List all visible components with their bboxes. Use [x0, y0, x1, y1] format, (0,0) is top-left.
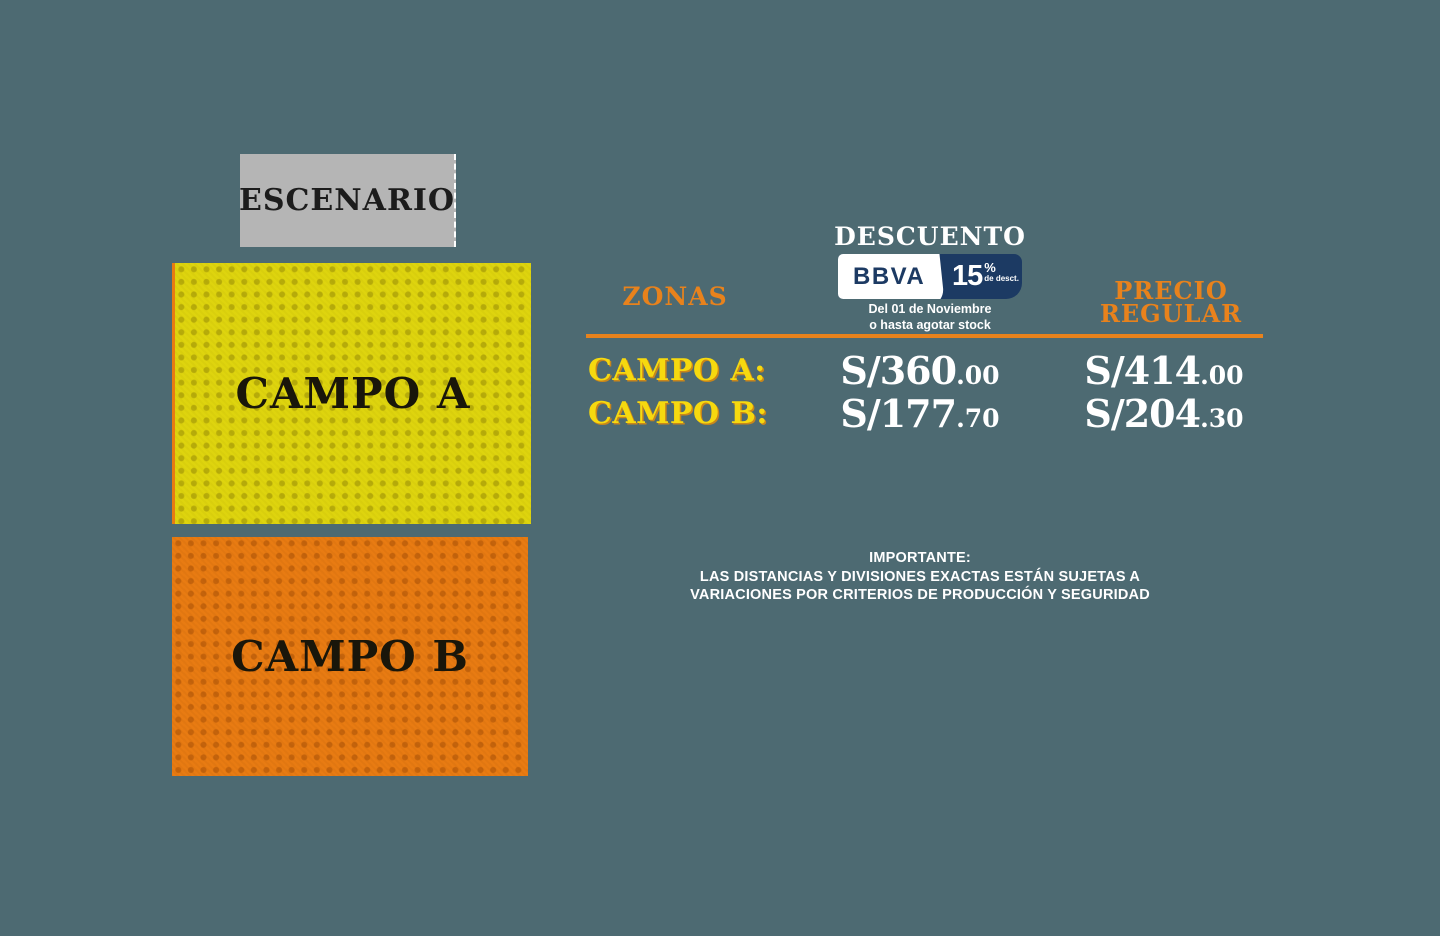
discount-column-header: DESCUENTO — [834, 222, 1026, 251]
price-main: S/414 — [1084, 348, 1201, 393]
zone-campo-b-label: CAMPO B — [231, 632, 469, 681]
discount-percent-caption: % de desct. — [984, 260, 1019, 283]
important-note: IMPORTANTE: LAS DISTANCIAS Y DIVISIONES … — [660, 549, 1180, 605]
price-main: S/177 — [840, 391, 957, 436]
discount-percent-block: 15 % de desct. — [952, 254, 1019, 299]
discount-percent-value: 15 — [952, 260, 983, 292]
important-note-line2: VARIACIONES POR CRITERIOS DE PRODUCCIÓN … — [690, 587, 1150, 603]
important-note-title: IMPORTANTE: — [869, 550, 971, 566]
regular-header-line1: PRECIO — [1114, 276, 1228, 305]
promo-validity-line2: o hasta agotar stock — [869, 318, 991, 332]
price-row-zone-label: CAMPO A: — [588, 353, 766, 388]
campo-b-regular-price: S/204.30 — [1034, 394, 1294, 439]
campo-a-discount-price: S/360.00 — [790, 351, 1050, 396]
zone-campo-b[interactable]: CAMPO B — [172, 537, 528, 776]
price-main: S/204 — [1084, 391, 1201, 436]
table-divider-line — [586, 334, 1263, 338]
stage-label: ESCENARIO — [238, 183, 456, 218]
regular-price-column-header: PRECIO REGULAR — [1068, 276, 1274, 328]
zone-campo-a-label: CAMPO A — [235, 369, 471, 418]
regular-header-line2: REGULAR — [1099, 299, 1243, 328]
campo-b-discount-price: S/177.70 — [790, 394, 1050, 439]
bbva-logo: BBVA — [853, 262, 926, 290]
zone-campo-a[interactable]: CAMPO A — [172, 263, 531, 524]
price-cents: .30 — [1200, 404, 1244, 433]
promo-validity: Del 01 de Noviembre o hasta agotar stock — [820, 301, 1040, 333]
bbva-discount-badge: BBVA 15 % de desct. — [838, 254, 1022, 299]
percent-caption-text: de desct. — [984, 274, 1019, 283]
campo-a-regular-price: S/414.00 — [1034, 351, 1294, 396]
price-cents: .00 — [1200, 361, 1244, 390]
price-cents: .70 — [956, 404, 1000, 433]
stage-box: ESCENARIO — [238, 154, 456, 247]
promo-validity-line1: Del 01 de Noviembre — [868, 302, 992, 316]
percent-sign: % — [984, 260, 996, 275]
price-row-zone-label: CAMPO B: — [588, 396, 768, 431]
price-main: S/360 — [840, 348, 957, 393]
important-note-line1: LAS DISTANCIAS Y DIVISIONES EXACTAS ESTÁ… — [699, 568, 1141, 585]
zones-column-header: ZONAS — [622, 282, 728, 311]
price-cents: .00 — [956, 361, 1000, 390]
